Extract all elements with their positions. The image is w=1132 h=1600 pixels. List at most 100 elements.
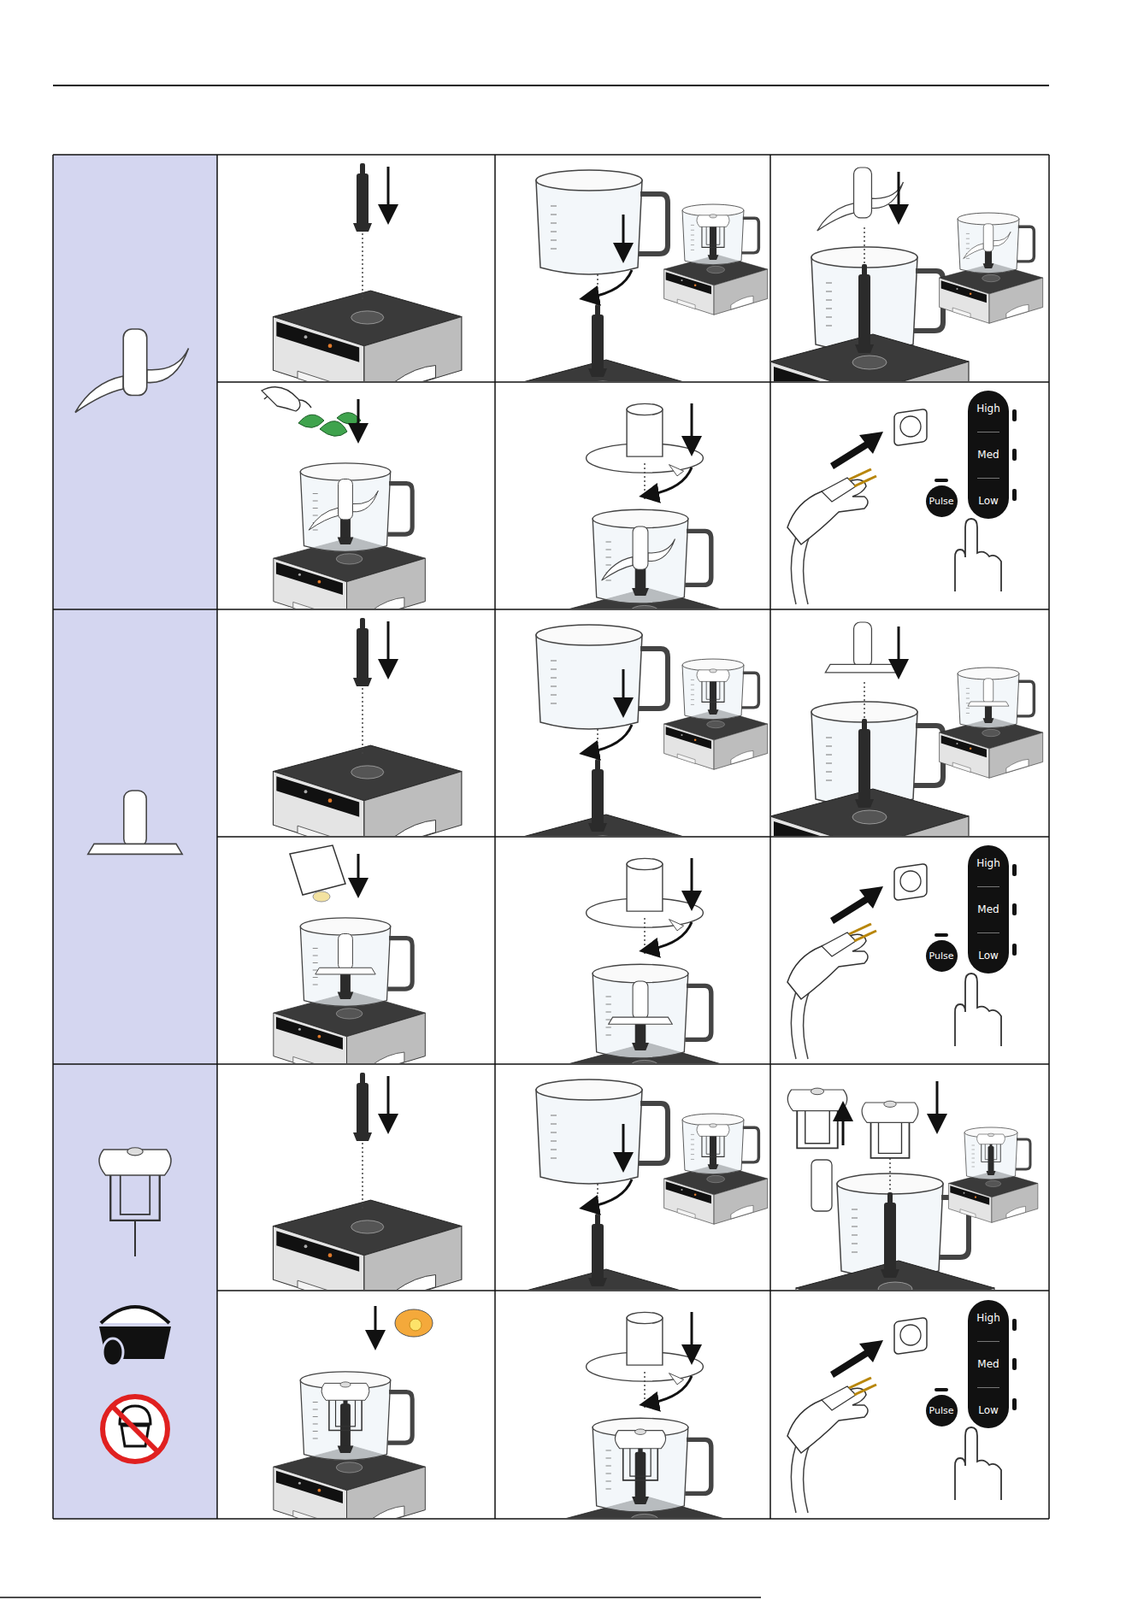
speed-label: Med: [977, 448, 999, 461]
base-notch: [731, 295, 754, 310]
pulse-label: Pulse: [929, 495, 955, 508]
panel-light: [955, 742, 958, 745]
measure-mark: [312, 501, 319, 502]
plug-pin: [849, 924, 872, 935]
measure-mark: [966, 243, 970, 245]
base-notch: [1006, 304, 1029, 319]
cream-icon: [100, 1307, 170, 1324]
base-notch: [731, 1205, 754, 1220]
down-arrow: [387, 1076, 390, 1125]
measure-mark: [825, 283, 832, 284]
badge: [952, 307, 971, 318]
tool: [696, 214, 730, 248]
bowl-rim: [592, 509, 689, 529]
spindle-foot: [707, 709, 720, 715]
herb-leaf: [298, 414, 325, 428]
guide-line: [889, 1158, 891, 1193]
step-cell: [273, 845, 425, 1064]
base-notch: [371, 597, 405, 609]
blade-hub: [123, 329, 148, 396]
assembled-processor: [564, 964, 726, 1064]
measure-mark: [550, 214, 557, 216]
measure-mark: [312, 962, 319, 964]
drive-coupling: [336, 1008, 363, 1020]
spindle-foot: [983, 263, 995, 269]
panel-light: [317, 580, 321, 584]
drive-coupling: [982, 729, 1001, 737]
whisk-wire: [701, 1134, 725, 1157]
measure-mark: [966, 258, 970, 260]
tool: [963, 224, 1011, 260]
pulse-button: Pulse: [925, 1395, 958, 1427]
measure-mark: [550, 1132, 557, 1134]
drive-coupling: [707, 720, 726, 728]
bowl-rim: [964, 1127, 1018, 1138]
control-panel: [666, 1181, 712, 1204]
bowl-rim: [536, 624, 643, 646]
measure-mark: [690, 235, 695, 236]
tool: [99, 1148, 171, 1221]
control-panel: [949, 1185, 990, 1206]
step-cell: [503, 624, 768, 837]
guide-line: [596, 274, 599, 307]
tool: [967, 678, 1009, 707]
dough-hub: [854, 622, 873, 667]
blade-edge: [601, 557, 633, 582]
measure-mark: [690, 244, 695, 246]
indicator-dash: [934, 1388, 949, 1392]
whisk-wire: [706, 224, 720, 245]
wall-socket: [894, 408, 927, 446]
measure-mark: [550, 1124, 557, 1126]
base-side: [347, 1467, 426, 1519]
plug-body: [821, 1386, 856, 1411]
spindle: [858, 729, 871, 808]
spindle: [356, 173, 369, 232]
indicator-tick: [1012, 409, 1017, 422]
whisk-wire: [805, 1108, 831, 1144]
measure-mark: [966, 707, 970, 709]
bowl-body: [536, 635, 643, 730]
panel-light: [680, 279, 683, 282]
control-panel: [773, 366, 861, 382]
grid-line: [217, 381, 1050, 384]
speed-label: High: [976, 857, 1001, 870]
spindle: [591, 1224, 604, 1287]
guide-line: [643, 1372, 646, 1411]
base-side: [991, 1184, 1038, 1224]
whisk-wire: [796, 1108, 838, 1150]
bowl-body: [957, 218, 1020, 274]
socket-hole: [900, 416, 921, 437]
spindle-foot: [854, 344, 874, 354]
drive-coupling: [852, 355, 887, 370]
measure-mark: [825, 763, 832, 765]
guide-line: [361, 688, 364, 755]
grid-line: [217, 836, 1050, 838]
blade-edge: [75, 376, 124, 413]
speed-control: HighMedLow: [967, 390, 1009, 519]
step-cell: [273, 1073, 462, 1291]
panel-light: [680, 734, 683, 737]
panel-light: [304, 790, 308, 794]
machine-base: [273, 290, 462, 382]
measure-mark: [851, 1226, 858, 1228]
measure-mark: [606, 1466, 612, 1468]
base-side: [364, 772, 462, 838]
measure-mark: [690, 1144, 695, 1146]
control-panel: [276, 1017, 343, 1050]
bowl-rim: [957, 212, 1020, 225]
base-notch: [731, 750, 754, 765]
spindle: [709, 678, 717, 715]
processor-bowl: [536, 170, 668, 275]
base-front: [771, 361, 867, 382]
blade-edge: [817, 203, 855, 231]
tool: [817, 167, 904, 231]
speed-separator: [977, 886, 1000, 888]
spindle: [709, 1132, 717, 1170]
dough-hub: [123, 790, 147, 848]
measure-mark: [972, 1162, 976, 1164]
whisk-shaft: [134, 1220, 136, 1257]
spindle-foot: [631, 1497, 649, 1505]
base-front: [273, 558, 348, 609]
speed-separator: [977, 1387, 1000, 1389]
